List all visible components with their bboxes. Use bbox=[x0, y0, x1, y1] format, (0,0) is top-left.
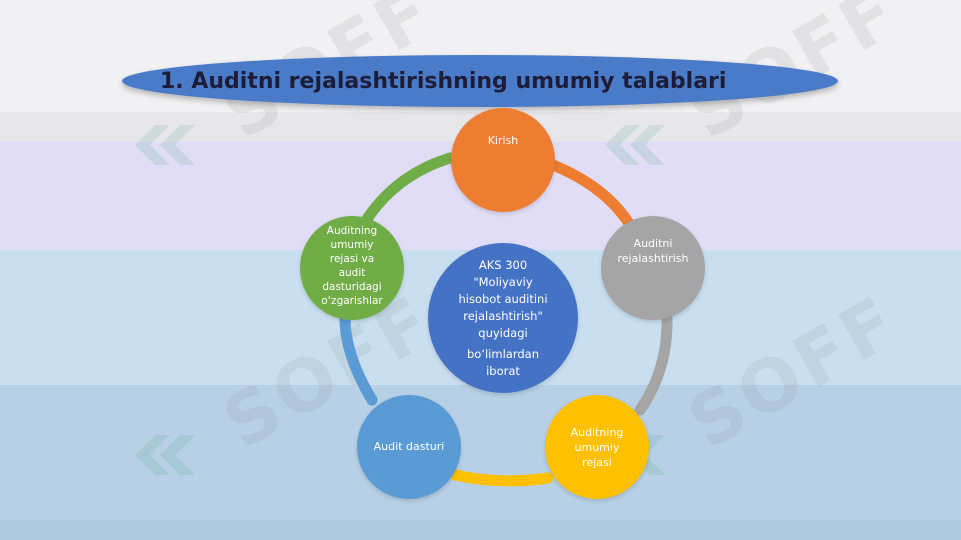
center-text-line: bo‘limlardan bbox=[467, 346, 539, 361]
node-label: Auditning bbox=[326, 225, 378, 237]
node-label: audit bbox=[338, 267, 366, 279]
connector-arc bbox=[339, 312, 378, 406]
node-ozgarishlar: Auditning umumiy rejasi va audit dasturi… bbox=[300, 216, 404, 320]
background-band bbox=[0, 520, 961, 540]
node-label: o‘zgarishlar bbox=[321, 295, 383, 307]
node-label: Auditni bbox=[633, 237, 673, 250]
center-circle: AKS 300 "Moliyaviy hisobot auditini reja… bbox=[428, 243, 578, 393]
center-text-line: iborat bbox=[486, 363, 520, 378]
background-band bbox=[0, 385, 961, 520]
node-label: umumiy bbox=[330, 239, 374, 251]
node-label: Auditning bbox=[570, 426, 624, 439]
center-text-line: AKS 300 "Moliyaviy bbox=[473, 257, 533, 289]
connector-arc bbox=[634, 312, 673, 416]
node-label: rejalashtirish bbox=[617, 252, 689, 265]
node-label: umumiy bbox=[574, 441, 620, 454]
node-label: Kirish bbox=[487, 134, 519, 147]
connector-arc bbox=[449, 469, 554, 487]
node-label: rejasi bbox=[582, 456, 612, 469]
node-label: rejasi va bbox=[329, 253, 375, 265]
node-label: dasturidagi bbox=[322, 281, 382, 293]
center-text-line: quyidagi bbox=[478, 325, 528, 340]
connector-arc bbox=[359, 152, 456, 228]
node-kirish: Kirish bbox=[451, 108, 555, 212]
page-title: 1. Auditni rejalashtirishning umumiy tal… bbox=[160, 69, 727, 94]
node-label: Audit dasturi bbox=[373, 439, 445, 453]
node-audit-dasturi: Audit dasturi bbox=[357, 395, 461, 499]
center-text-line: rejalashtirish" bbox=[463, 308, 543, 323]
node-umumiy-rejasi: Auditning umumiy rejasi bbox=[545, 395, 649, 499]
title-banner bbox=[122, 55, 838, 107]
connector-arc bbox=[542, 157, 636, 231]
node-auditni-rejalashtirish: Auditni rejalashtirish bbox=[601, 216, 705, 320]
center-text-line: hisobot auditini bbox=[458, 291, 548, 306]
